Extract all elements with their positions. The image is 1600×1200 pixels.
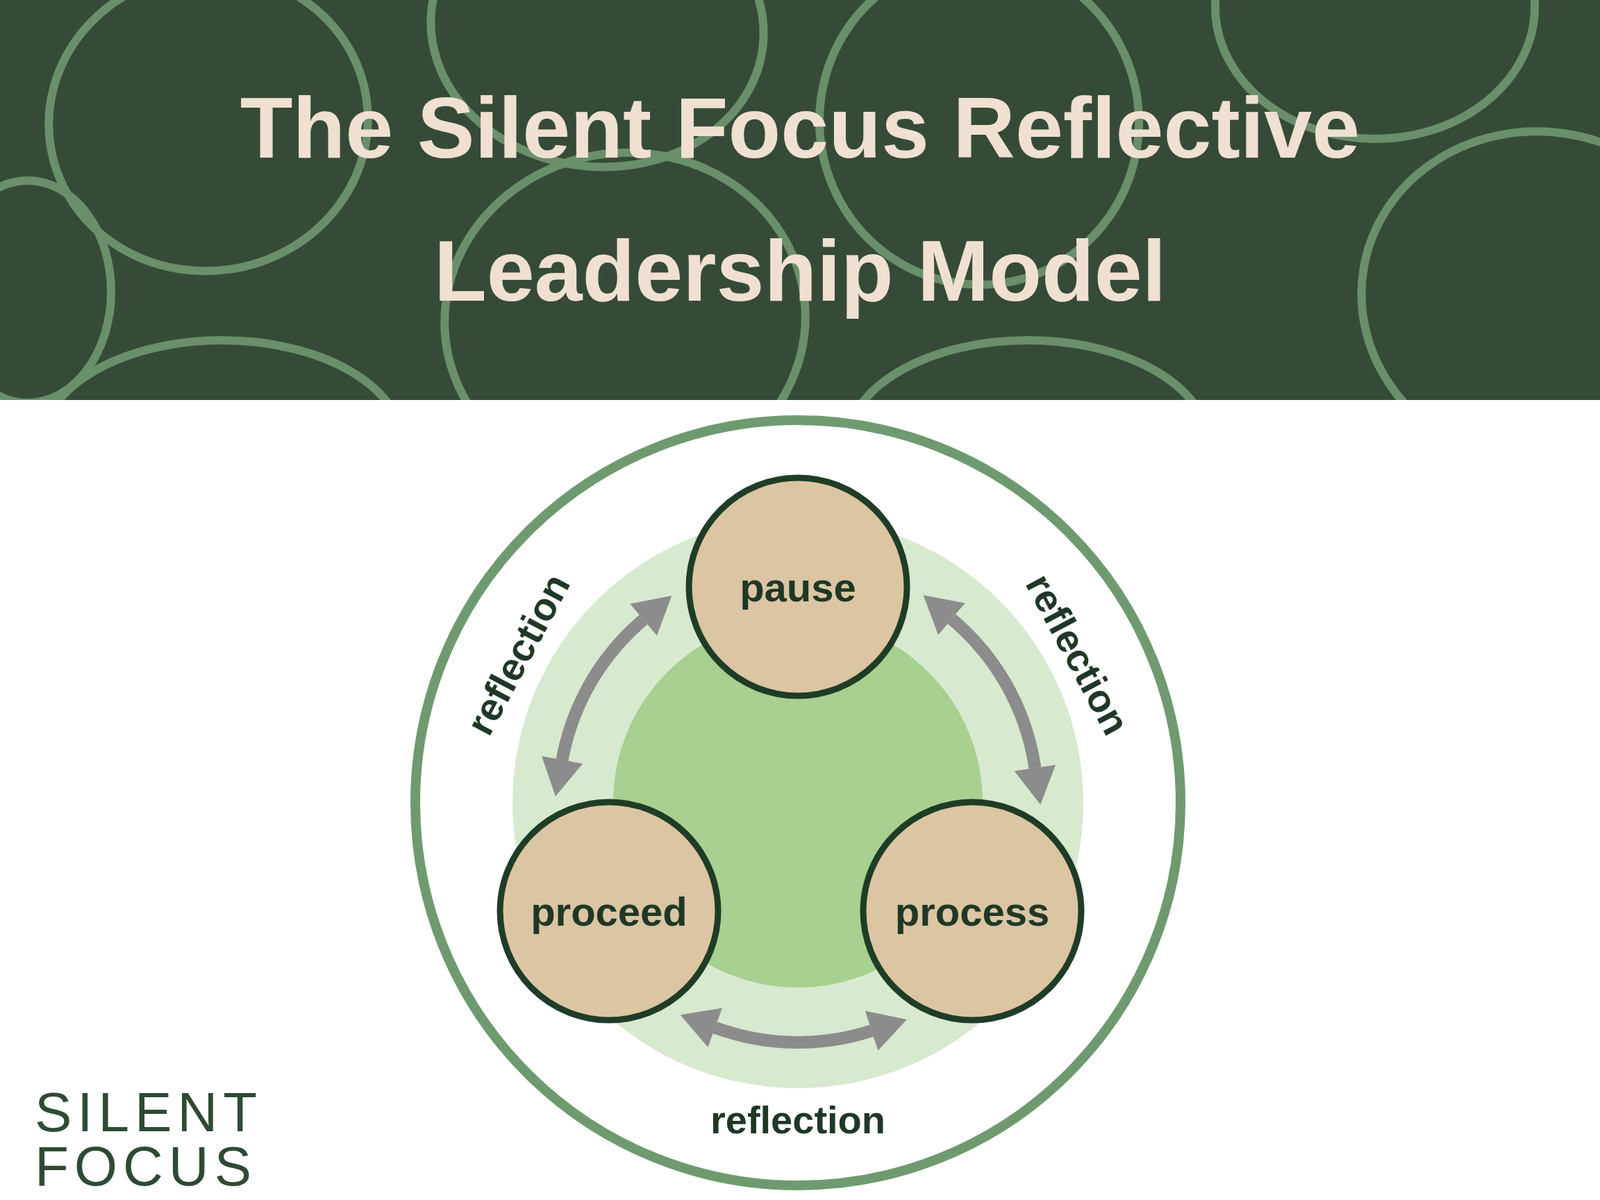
step-circle: proceed [496, 798, 722, 1024]
cycle-arrow [715, 1027, 872, 1043]
step-label: pause [739, 563, 857, 611]
step-label: proceed [530, 888, 688, 935]
header-band [0, 0, 1600, 400]
logo-text: FOCUS [34, 1138, 257, 1195]
logo-text: SILENT [34, 1084, 263, 1141]
step-circle: pause [685, 474, 911, 700]
edge-label: reflection [1016, 565, 1139, 742]
edge-label: reflection [457, 565, 580, 742]
step-label: process [895, 888, 1050, 935]
outer-ring [415, 420, 1181, 1186]
cycle-arrow [951, 618, 1035, 769]
step-circle: process [859, 798, 1085, 1024]
circle-shape [500, 802, 719, 1021]
circle-shape [688, 477, 907, 696]
cycle-arrow [562, 619, 644, 760]
circle-shape [863, 802, 1082, 1021]
title: The Silent Focus Reflective Leadership M… [70, 56, 1530, 343]
edge-label: reflection [710, 1097, 886, 1143]
